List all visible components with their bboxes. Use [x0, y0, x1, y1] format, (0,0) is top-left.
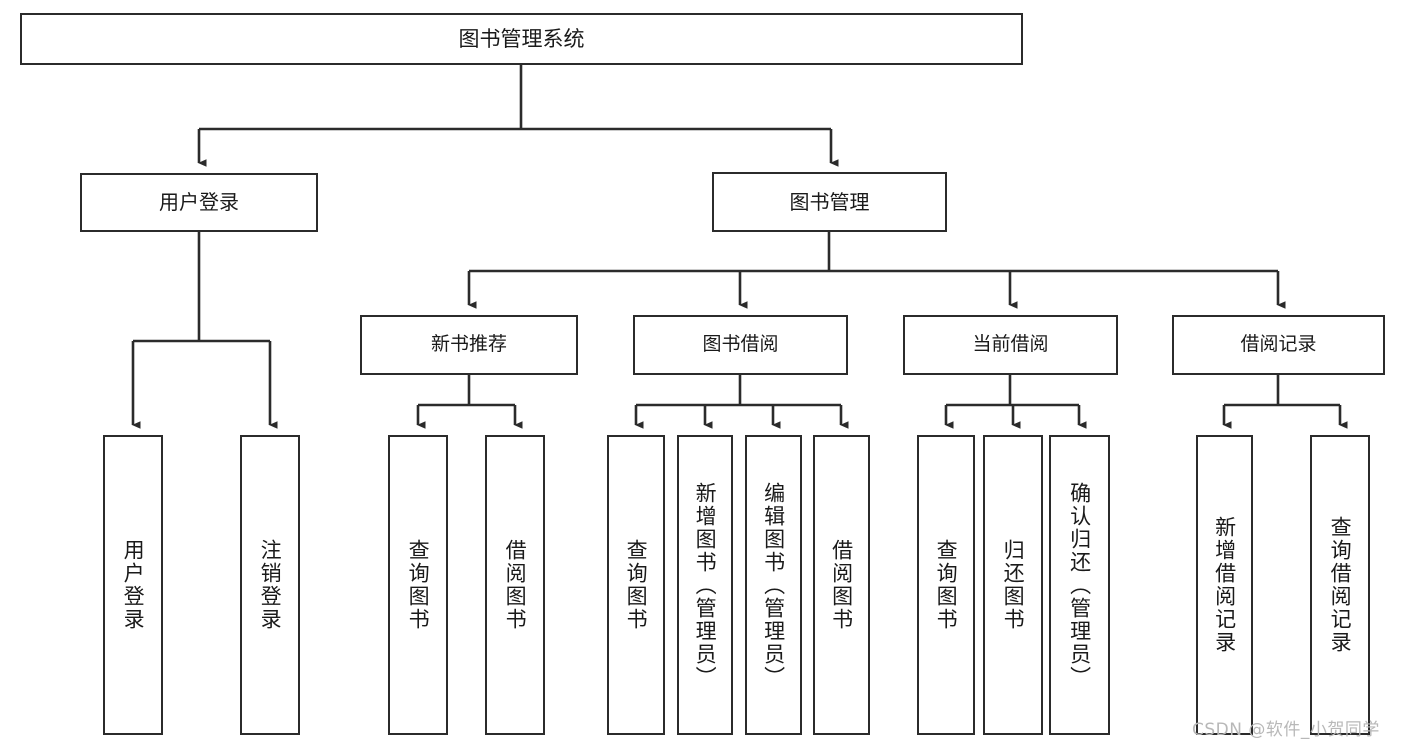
- leaf-add-borrow-record-label: 新增借阅记录: [1212, 516, 1237, 654]
- node-book-management-label: 图书管理: [789, 189, 870, 214]
- leaf-add-book-admin-label: 新增图书（管理员）: [693, 481, 718, 689]
- leaf-confirm-return-admin[interactable]: 确认归还（管理员）: [1049, 435, 1110, 735]
- leaf-search-borrow-record-label: 查询借阅记录: [1328, 516, 1353, 654]
- node-borrow-record[interactable]: 借阅记录: [1172, 315, 1385, 375]
- node-user-login[interactable]: 用户登录: [80, 173, 318, 232]
- node-borrow-record-label: 借阅记录: [1240, 333, 1317, 356]
- node-root-label: 图书管理系统: [458, 26, 585, 51]
- leaf-search-book-recommend[interactable]: 查询图书: [388, 435, 448, 735]
- leaf-borrow-book-label: 借阅图书: [829, 539, 854, 631]
- leaf-logout[interactable]: 注销登录: [240, 435, 300, 735]
- leaf-search-book-recommend-label: 查询图书: [406, 539, 431, 631]
- leaf-add-borrow-record[interactable]: 新增借阅记录: [1196, 435, 1253, 735]
- node-new-book-recommend-label: 新书推荐: [430, 333, 507, 356]
- leaf-return-book[interactable]: 归还图书: [983, 435, 1043, 735]
- leaf-search-book-current[interactable]: 查询图书: [917, 435, 975, 735]
- node-root[interactable]: 图书管理系统: [20, 13, 1023, 65]
- node-book-management[interactable]: 图书管理: [712, 172, 947, 232]
- leaf-search-book-current-label: 查询图书: [934, 539, 959, 631]
- csdn-watermark: CSDN @软件_小贺同学: [1192, 720, 1380, 740]
- leaf-borrow-book-recommend-label: 借阅图书: [503, 539, 528, 631]
- leaf-borrow-book[interactable]: 借阅图书: [813, 435, 870, 735]
- node-current-borrow-label: 当前借阅: [972, 333, 1049, 356]
- leaf-edit-book-admin[interactable]: 编辑图书（管理员）: [745, 435, 802, 735]
- leaf-search-book-borrow[interactable]: 查询图书: [607, 435, 665, 735]
- leaf-search-book-borrow-label: 查询图书: [624, 539, 649, 631]
- node-book-borrow-label: 图书借阅: [702, 333, 779, 356]
- leaf-add-book-admin[interactable]: 新增图书（管理员）: [677, 435, 733, 735]
- leaf-borrow-book-recommend[interactable]: 借阅图书: [485, 435, 545, 735]
- node-current-borrow[interactable]: 当前借阅: [903, 315, 1118, 375]
- node-user-login-label: 用户登录: [159, 190, 239, 214]
- leaf-edit-book-admin-label: 编辑图书（管理员）: [761, 481, 786, 689]
- leaf-user-login[interactable]: 用户登录: [103, 435, 163, 735]
- node-new-book-recommend[interactable]: 新书推荐: [360, 315, 578, 375]
- leaf-return-book-label: 归还图书: [1001, 539, 1026, 631]
- leaf-user-login-label: 用户登录: [121, 539, 146, 631]
- leaf-logout-label: 注销登录: [258, 539, 283, 631]
- leaf-search-borrow-record[interactable]: 查询借阅记录: [1310, 435, 1370, 735]
- node-book-borrow[interactable]: 图书借阅: [633, 315, 848, 375]
- leaf-confirm-return-admin-label: 确认归还（管理员）: [1067, 481, 1092, 689]
